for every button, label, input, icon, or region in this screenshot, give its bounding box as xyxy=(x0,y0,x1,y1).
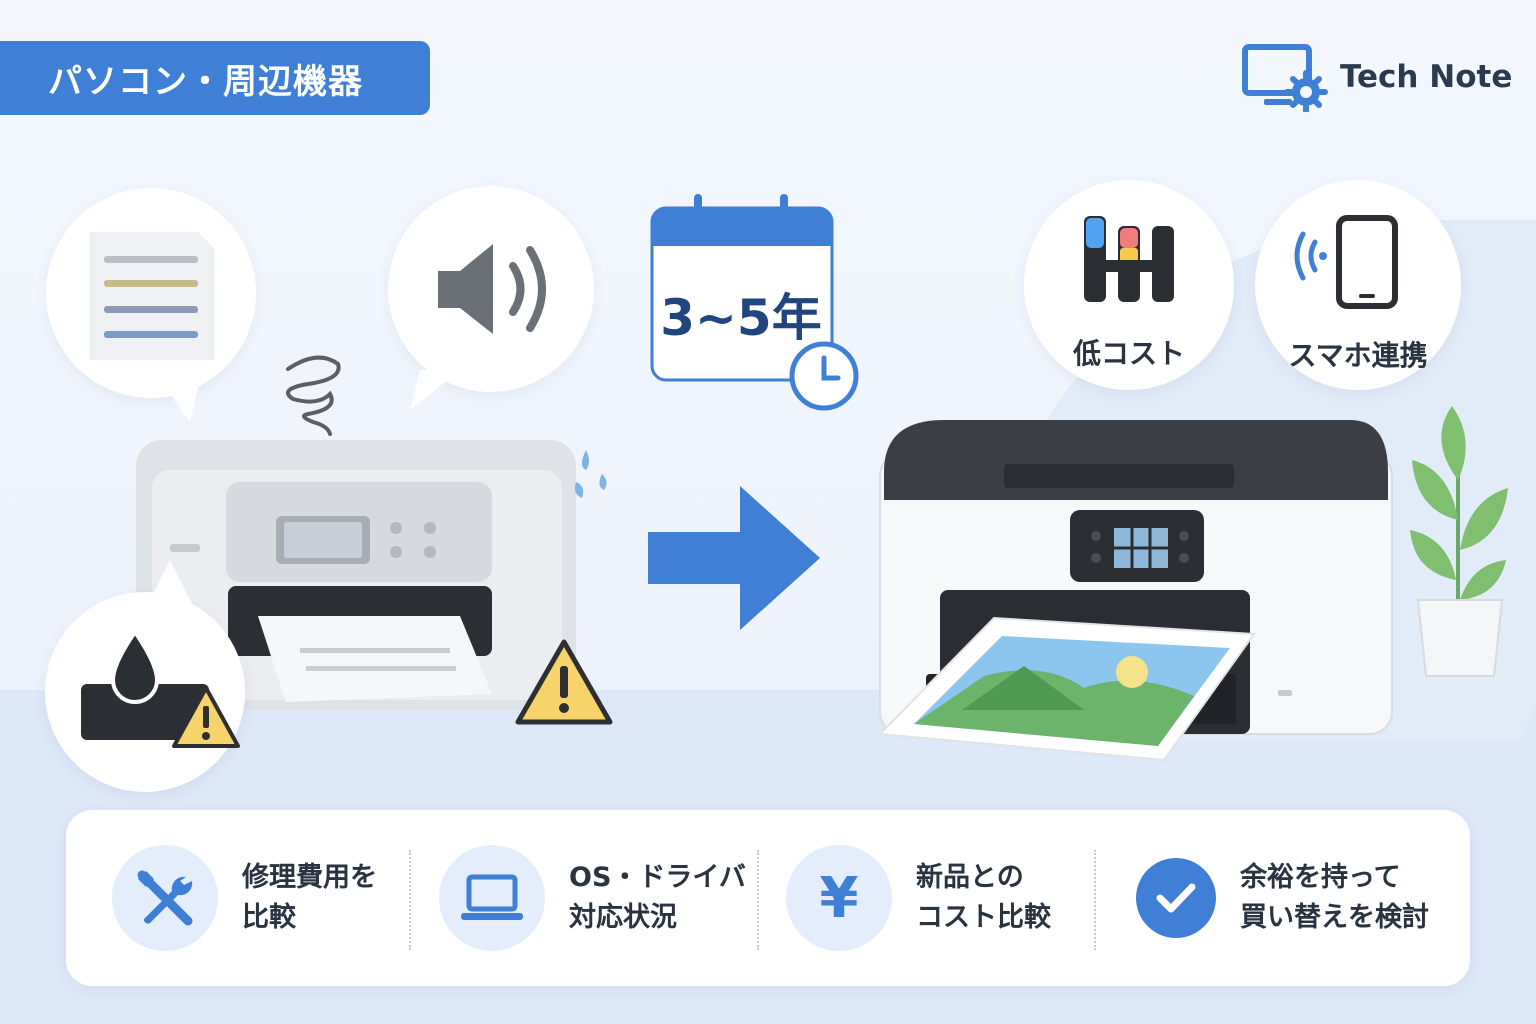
warning-icon xyxy=(515,639,613,725)
bubble-tail xyxy=(410,370,460,410)
checklist-bar: 修理費用を 比較 OS・ドライバ 対応状況 ¥ 新品との コスト比較 xyxy=(66,810,1470,986)
feature-plan-line1: 余裕を持って xyxy=(1240,862,1401,893)
feature-plan-line2: 買い替えを検討 xyxy=(1240,902,1429,933)
faded-document-icon xyxy=(90,232,214,360)
smartphone-wifi-icon xyxy=(1294,215,1398,309)
feature-repair-line2: 比較 xyxy=(242,902,296,933)
brand-name: Tech Note xyxy=(1340,59,1513,95)
new-printer xyxy=(877,420,1393,762)
divider xyxy=(1094,850,1096,950)
low-cost-bubble: 低コスト xyxy=(1024,180,1234,390)
brand-logo[interactable]: Tech Note xyxy=(1242,42,1512,112)
feature-cost-line1: 新品との xyxy=(916,862,1024,893)
calendar-text: 3~5年 xyxy=(660,289,822,347)
divider xyxy=(409,850,411,950)
smartphone-bubble: スマホ連携 xyxy=(1255,180,1461,390)
ink-leak-icon xyxy=(81,628,209,740)
feature-plan-replacement[interactable]: 余裕を持って 買い替えを検討 xyxy=(1136,810,1429,986)
speaker-noise-icon xyxy=(438,244,546,334)
ink-tank-icon xyxy=(1084,216,1174,302)
plant-decoration xyxy=(1410,406,1508,677)
category-badge[interactable]: パソコン・周辺機器 xyxy=(0,41,430,115)
bubble-tail xyxy=(160,380,200,422)
feature-os-driver[interactable]: OS・ドライバ 対応状況 xyxy=(439,810,746,986)
sweat-drops-icon xyxy=(574,450,607,498)
right-arrow-icon xyxy=(648,486,820,630)
noise-bubble xyxy=(388,186,594,392)
feature-os-line2: 対応状況 xyxy=(569,902,677,933)
low-cost-label: 低コスト xyxy=(1072,337,1185,370)
calendar-icon xyxy=(650,194,859,411)
category-label: パソコン・周辺機器 xyxy=(48,61,363,102)
bubble-tail xyxy=(140,560,195,620)
ink-leak-bubble xyxy=(45,592,245,792)
warning-icon xyxy=(172,686,240,748)
feature-repair-cost[interactable]: 修理費用を 比較 xyxy=(112,810,377,986)
laptop-icon xyxy=(439,845,545,951)
divider xyxy=(757,850,759,950)
faded-print-bubble xyxy=(46,188,256,398)
tangle-icon xyxy=(286,355,341,436)
calendar: 3~5年 xyxy=(650,194,862,414)
smartphone-label: スマホ連携 xyxy=(1288,339,1428,372)
yen-icon: ¥ xyxy=(786,845,892,951)
monitor-gear-icon xyxy=(1242,44,1328,112)
old-printer xyxy=(136,440,576,710)
feature-os-line1: OS・ドライバ xyxy=(569,862,746,893)
feature-cost-compare[interactable]: ¥ 新品との コスト比較 xyxy=(786,810,1051,986)
feature-cost-line2: コスト比較 xyxy=(916,902,1051,933)
tools-icon xyxy=(112,845,218,951)
check-icon xyxy=(1136,858,1216,938)
feature-repair-line1: 修理費用を xyxy=(242,862,377,893)
